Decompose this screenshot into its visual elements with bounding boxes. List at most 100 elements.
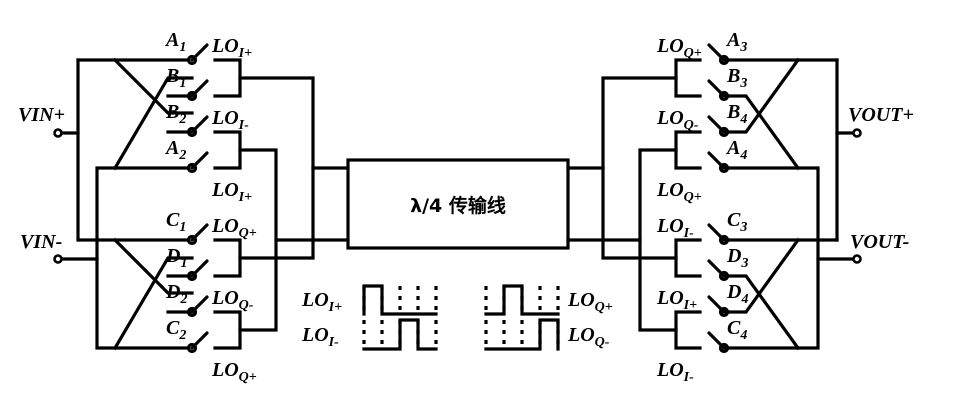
lo-label-left-2-subscript: I+ (238, 190, 252, 205)
lo-label-left-5: LOQ+ (211, 359, 257, 385)
lo-label-left-3-base: LO (211, 215, 239, 237)
switch-label-right-d4: D4 (726, 281, 748, 307)
switch-label-left-c1-subscript: 1 (179, 220, 186, 235)
bracket-c1-d1 (213, 238, 242, 278)
switch-label-right-b4-subscript: 4 (739, 112, 747, 127)
cross-d4 (722, 237, 801, 314)
lo-label-left-3: LOQ+ (211, 215, 257, 241)
switch-label-right-a3-subscript: 3 (739, 40, 747, 55)
lo-label-right-0-base: LO (656, 35, 684, 57)
switch-label-left-a2: A2 (164, 137, 186, 163)
switch-label-right-a4-base: A (725, 137, 740, 159)
lo-label-left-2: LOI+ (211, 179, 252, 205)
switch-label-left-d1-subscript: 1 (180, 256, 187, 271)
switch-label-right-a4-subscript: 4 (739, 148, 747, 163)
switch-label-right-c3-base: C (727, 209, 741, 231)
switch-label-right-d3-base: D (726, 245, 741, 267)
vin-plus-terminal (53, 128, 63, 138)
lo-label-right-2: LOQ+ (656, 179, 702, 205)
waveform-label-lo-i-plus-subscript: I+ (328, 300, 342, 315)
switch-label-left-a2-subscript: 2 (178, 148, 186, 163)
switch-label-left-c1-base: C (166, 209, 180, 231)
switch-d3 (707, 259, 730, 282)
lo-label-right-2-subscript: Q+ (684, 190, 702, 205)
switch-label-right-c4: C4 (727, 317, 747, 343)
waveform-label-lo-q-plus-base: LO (567, 289, 595, 311)
switch-label-right-c3-subscript: 3 (739, 220, 747, 235)
cross-b3 (722, 94, 801, 171)
transmission-line-block (346, 158, 570, 250)
lo-label-right-5-subscript: I- (683, 370, 694, 385)
lo-label-right-0-subscript: Q+ (684, 46, 702, 61)
lo-label-right-3-base: LO (656, 215, 684, 237)
vout-plus-terminal (852, 128, 862, 138)
cross-d1 (112, 256, 194, 351)
waveform-label-lo-i-plus: LOI+ (301, 289, 342, 315)
cross-b2 (112, 57, 194, 115)
switch-label-left-a2-base: A (164, 137, 179, 159)
switch-c2 (186, 331, 209, 354)
vin-plus-label: VIN+ (18, 104, 65, 126)
bracket-d2-c2 (213, 310, 242, 350)
lo-label-left-0: LOI+ (211, 35, 252, 61)
left-input-network (56, 43, 350, 354)
switch-label-right-b4: B4 (726, 101, 747, 127)
lo-label-right-4-subscript: I+ (683, 298, 697, 313)
switch-label-right-b3: B3 (726, 65, 747, 91)
lo-label-right-1-subscript: Q- (684, 118, 699, 133)
switch-label-right-b3-subscript: 3 (739, 76, 747, 91)
switch-label-left-c1: C1 (166, 209, 186, 235)
switch-label-left-c2-base: C (166, 317, 180, 339)
switch-label-left-a1-base: A (164, 29, 179, 51)
switch-label-left-b1-subscript: 1 (179, 76, 186, 91)
vout-minus-terminal (852, 254, 862, 264)
transmission-line-label: λ/4 传输线 (410, 194, 506, 217)
waveform-label-lo-q-minus-base: LO (567, 324, 595, 346)
waveform-lo-q-minus-trace (484, 318, 560, 351)
switch-label-left-d2: D2 (165, 281, 187, 307)
switch-a1 (186, 43, 209, 66)
switch-label-left-d1-base: D (165, 245, 180, 267)
switch-group-right (707, 43, 730, 354)
bracket-a3-b3 (674, 58, 702, 98)
lo-label-left-3-subscript: Q+ (239, 226, 257, 241)
vin-minus-label: VIN- (20, 231, 62, 253)
switch-c1 (186, 223, 209, 246)
waveform-lo-q-plus (484, 284, 560, 316)
lo-label-left-1-base: LO (211, 107, 239, 129)
lo-label-right-1: LOQ- (656, 107, 699, 133)
waveform-label-lo-q-minus-subscript: Q- (595, 335, 610, 350)
switch-label-right-b4-base: B (726, 101, 740, 123)
vout-plus-label: VOUT+ (848, 104, 914, 126)
waveform-lo-q-plus-trace (484, 284, 560, 316)
waveform-lo-i-plus-trace (362, 284, 438, 316)
waveform-label-lo-i-minus-subscript: I- (328, 335, 339, 350)
waveform-lo-i-minus-trace (362, 318, 438, 351)
lo-label-left-5-subscript: Q+ (239, 370, 257, 385)
lo-label-left-2-base: LO (211, 179, 239, 201)
switch-group-left (186, 43, 209, 354)
switch-label-left-d1: D1 (165, 245, 187, 271)
waveform-label-lo-q-plus-subscript: Q+ (595, 300, 613, 315)
lo-label-right-4: LOI+ (656, 287, 697, 313)
vout-minus-label: VOUT- (850, 231, 909, 253)
switch-a2 (186, 151, 209, 174)
switch-label-left-b2: B2 (165, 101, 186, 127)
waveform-label-lo-i-minus-base: LO (301, 324, 329, 346)
switch-label-right-d4-base: D (726, 281, 741, 303)
cross-b4 (722, 57, 801, 134)
lo-label-right-4-base: LO (656, 287, 684, 309)
waveform-lo-i-minus (362, 318, 438, 351)
bracket-b4-a4 (674, 130, 702, 170)
lo-label-left-0-subscript: I+ (238, 46, 252, 61)
waveform-label-lo-q-plus: LOQ+ (567, 289, 613, 315)
lo-label-left-0-base: LO (211, 35, 239, 57)
lo-label-right-3-subscript: I- (683, 226, 694, 241)
waveform-lo-q-minus (484, 318, 560, 351)
switch-label-left-b1: B1 (165, 65, 186, 91)
lo-label-right-2-base: LO (656, 179, 684, 201)
waveform-label-lo-i-minus: LOI- (301, 324, 339, 350)
lo-label-left-4-base: LO (211, 287, 239, 309)
